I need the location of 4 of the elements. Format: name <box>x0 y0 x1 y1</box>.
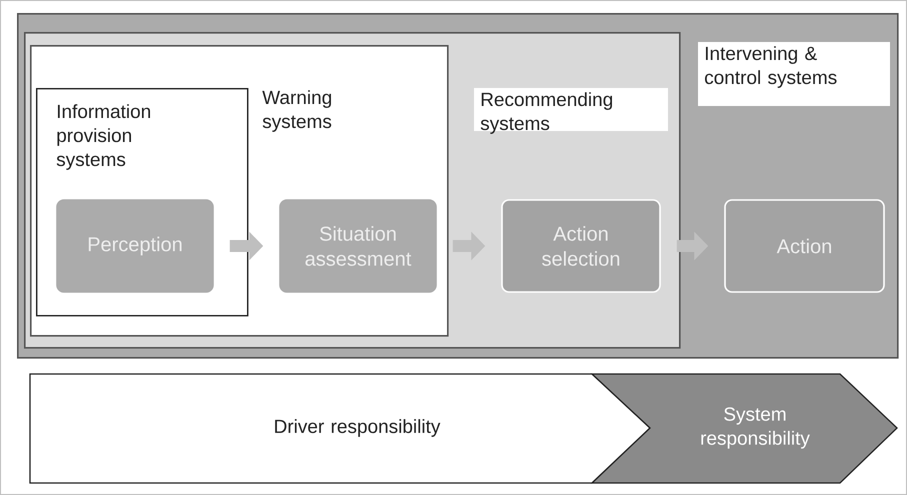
process-box: Perception <box>56 199 214 293</box>
process-box: Action selection <box>501 199 661 293</box>
process-box: Action <box>724 199 885 293</box>
process-box: Situation assessment <box>279 199 437 293</box>
